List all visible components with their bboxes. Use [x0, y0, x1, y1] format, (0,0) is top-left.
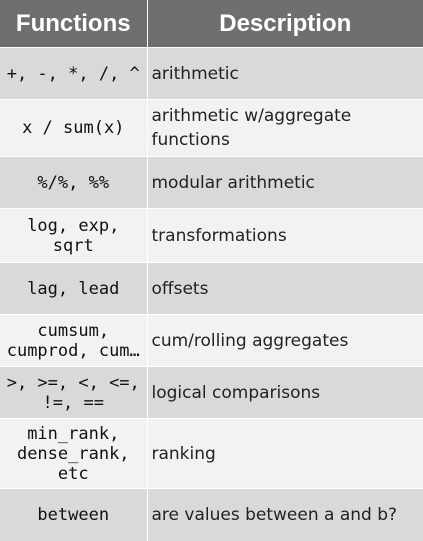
function-cell: x / sum(x) [0, 99, 148, 157]
function-cell: min_rank, dense_rank, etc [0, 418, 148, 489]
functions-column-header: Functions [0, 0, 148, 48]
table-row: +, -, *, /, ^ arithmetic [0, 47, 423, 100]
description-cell: transformations [147, 208, 423, 263]
table-row: between are values between a and b? [0, 488, 423, 541]
description-cell: are values between a and b? [147, 488, 423, 541]
function-cell: >, >=, <, <=, !=, == [0, 366, 148, 419]
description-cell: cum/rolling aggregates [147, 314, 423, 367]
function-cell: lag, lead [0, 262, 148, 315]
description-column-header: Description [147, 0, 423, 48]
table-row: min_rank, dense_rank, etc ranking [0, 418, 423, 489]
table-row: log, exp, sqrt transformations [0, 208, 423, 263]
table-header-row: Functions Description [0, 0, 423, 48]
description-cell: offsets [147, 262, 423, 315]
table-row: cumsum, cumprod, cum… cum/rolling aggreg… [0, 314, 423, 367]
table-row: lag, lead offsets [0, 262, 423, 315]
table-row: >, >=, <, <=, !=, == logical comparisons [0, 366, 423, 419]
function-cell: +, -, *, /, ^ [0, 47, 148, 100]
function-cell: %/%, %% [0, 156, 148, 209]
description-cell: modular arithmetic [147, 156, 423, 209]
description-cell: arithmetic [147, 47, 423, 100]
function-cell: cumsum, cumprod, cum… [0, 314, 148, 367]
description-cell: ranking [147, 418, 423, 489]
function-cell: between [0, 488, 148, 541]
description-cell: arithmetic w/aggregate functions [147, 99, 423, 157]
function-cell: log, exp, sqrt [0, 208, 148, 263]
table-row: x / sum(x) arithmetic w/aggregate functi… [0, 99, 423, 157]
description-cell: logical comparisons [147, 366, 423, 419]
table-row: %/%, %% modular arithmetic [0, 156, 423, 209]
